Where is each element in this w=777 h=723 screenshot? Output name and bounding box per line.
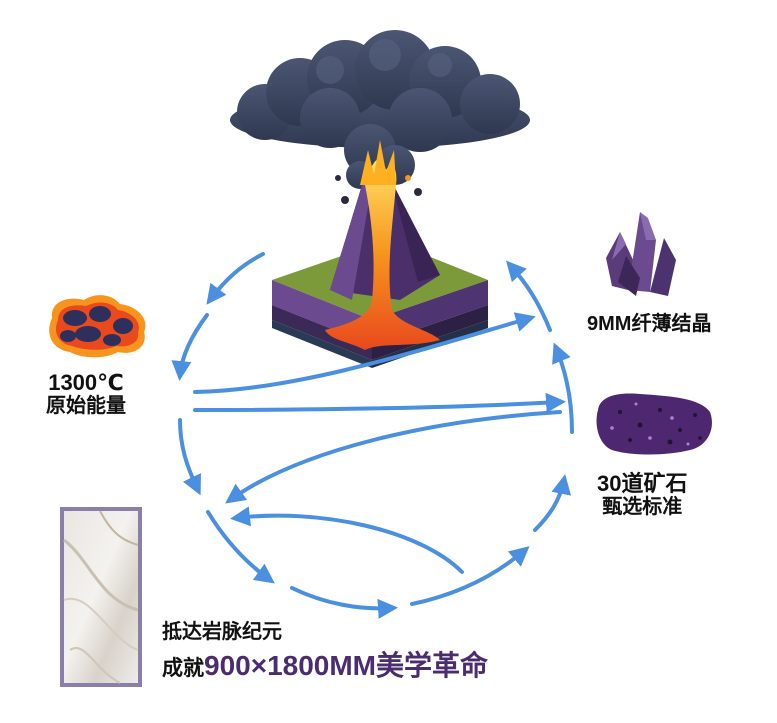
vein-era-label: 抵达岩脉纪元	[162, 621, 282, 643]
arrow-bottom-left	[206, 510, 275, 584]
arrow-top-left	[206, 252, 265, 305]
marble-slab-icon	[60, 507, 142, 687]
ore-label: 30道矿石 甄选标准	[597, 471, 687, 519]
primordial-energy-text: 原始能量	[46, 395, 126, 418]
arrow-inner-3	[225, 410, 562, 504]
achievement-prefix: 成就	[162, 657, 204, 680]
amethyst-crystal-icon	[606, 212, 676, 296]
crystal-label: 9MM纤薄结晶	[587, 313, 712, 335]
arrow-bottom	[290, 586, 398, 619]
arrow-bottom-right	[410, 546, 530, 606]
achievement-size-text: 900×1800MM美学革命	[204, 650, 489, 681]
achievement-label: 成就900×1800MM美学革命	[162, 650, 488, 682]
arrow-right-lower	[533, 474, 572, 532]
cycle-arrows	[171, 252, 574, 619]
arrow-inner-4	[230, 506, 464, 574]
lava-rock-icon	[49, 295, 146, 358]
temperature-value: 1300℃	[48, 370, 124, 395]
arrow-inner-2	[193, 392, 566, 413]
arrow-left-lower	[178, 418, 201, 496]
arrow-inner-1	[193, 312, 536, 394]
ore-selection-text: 甄选标准	[602, 496, 683, 519]
arrow-top-right	[505, 260, 552, 332]
temperature-label: 1300℃ 原始能量	[46, 370, 126, 418]
ore-count-text: 30道矿石	[597, 471, 688, 496]
arrow-right-upper	[552, 342, 574, 434]
arrow-left-upper	[171, 313, 209, 381]
volcano-icon	[230, 30, 530, 368]
purple-ore-icon	[596, 393, 712, 455]
